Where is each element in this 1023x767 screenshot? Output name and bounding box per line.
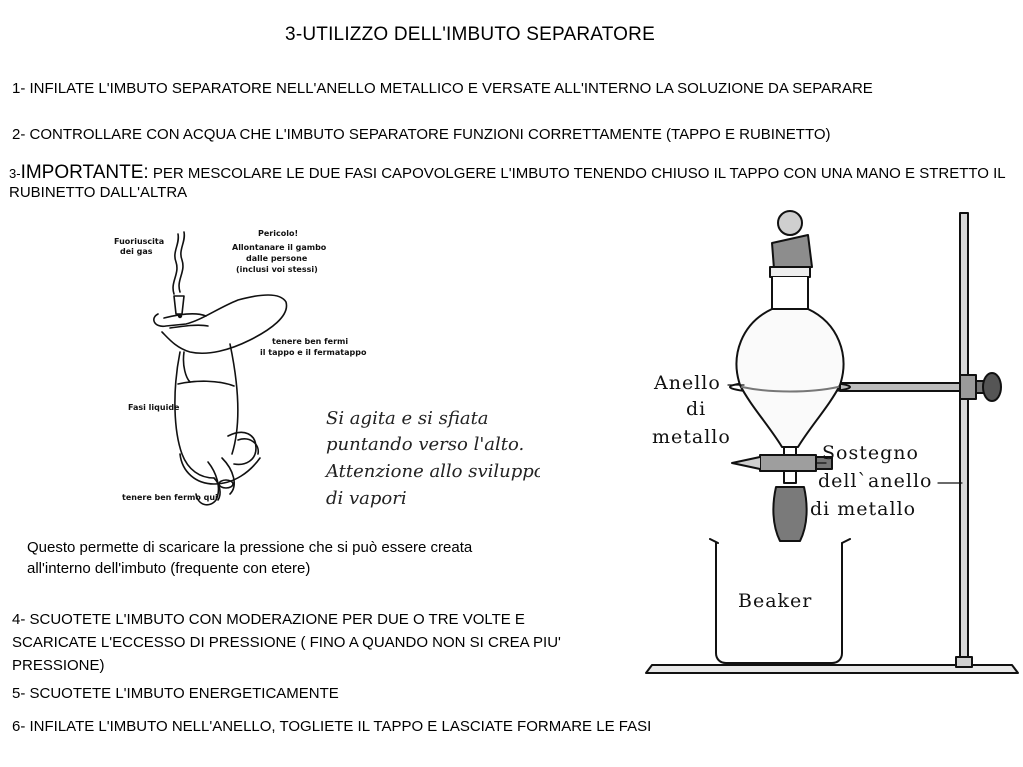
note-line-2: puntando verso l'alto. [326, 434, 524, 455]
label-danger-3: dalle persone [246, 254, 308, 263]
label-hold-1: tenere ben fermi [272, 337, 348, 346]
label-hold-here: tenere ben fermo qui [122, 493, 218, 502]
separatory-funnel-apparatus: Anello di metallo Sostegno dell`anello d… [640, 205, 1023, 685]
label-danger-2: Allontanare il gambo [232, 243, 327, 252]
page-title: 3-UTILIZZO DELL'IMBUTO SEPARATORE [285, 24, 655, 45]
label-danger-4: (inclusi voi stessi) [236, 265, 318, 274]
apparatus-drawing: Anello di metallo Sostegno dell`anello d… [645, 210, 1019, 674]
label-ring-1: Anello [653, 372, 721, 394]
hand-drawing: Fuoriuscita dei gas Pericolo! Allontanar… [114, 229, 545, 509]
label-phases: Fasi liquide [128, 403, 180, 412]
label-gas-2: dei gas [120, 247, 153, 256]
label-beaker: Beaker [738, 590, 812, 612]
step-3: 3-IMPORTANTE: PER MESCOLARE LE DUE FASI … [9, 163, 1014, 202]
step-3-text: PER MESCOLARE LE DUE FASI CAPOVOLGERE L'… [9, 165, 1006, 201]
label-gas-1: Fuoriuscita [114, 237, 164, 246]
label-danger-1: Pericolo! [258, 229, 298, 238]
label-hold-2: il tappo e il fermatappo [260, 348, 367, 357]
note-line-1: Si agita e si sfiata [326, 408, 489, 429]
pressure-caption: Questo permette di scaricare la pression… [27, 539, 473, 577]
note-line-3: Attenzione allo sviluppo [324, 461, 540, 482]
step-6: 6- INFILATE L'IMBUTO NELL'ANELLO, TOGLIE… [12, 718, 652, 735]
step-3-number: 3- [9, 166, 21, 181]
step-4: 4- SCUOTETE L'IMBUTO CON MODERAZIONE PER… [12, 611, 561, 674]
step-2: 2- CONTROLLARE CON ACQUA CHE L'IMBUTO SE… [12, 126, 831, 143]
label-ring-3: metallo [652, 426, 731, 448]
step-1: 1- INFILATE L'IMBUTO SEPARATORE NELL'ANE… [12, 80, 873, 97]
note-line-4: di vapori [326, 488, 407, 509]
label-ring-2: di [686, 398, 706, 420]
hand-illustration: Fuoriuscita dei gas Pericolo! Allontanar… [110, 222, 545, 522]
label-support-3: di metallo [810, 498, 916, 520]
step-3-important: IMPORTANTE: [20, 162, 149, 183]
step-5: 5- SCUOTETE L'IMBUTO ENERGETICAMENTE [12, 685, 339, 702]
label-support-1: Sostegno [822, 442, 919, 464]
label-support-2: dell`anello [818, 470, 932, 492]
